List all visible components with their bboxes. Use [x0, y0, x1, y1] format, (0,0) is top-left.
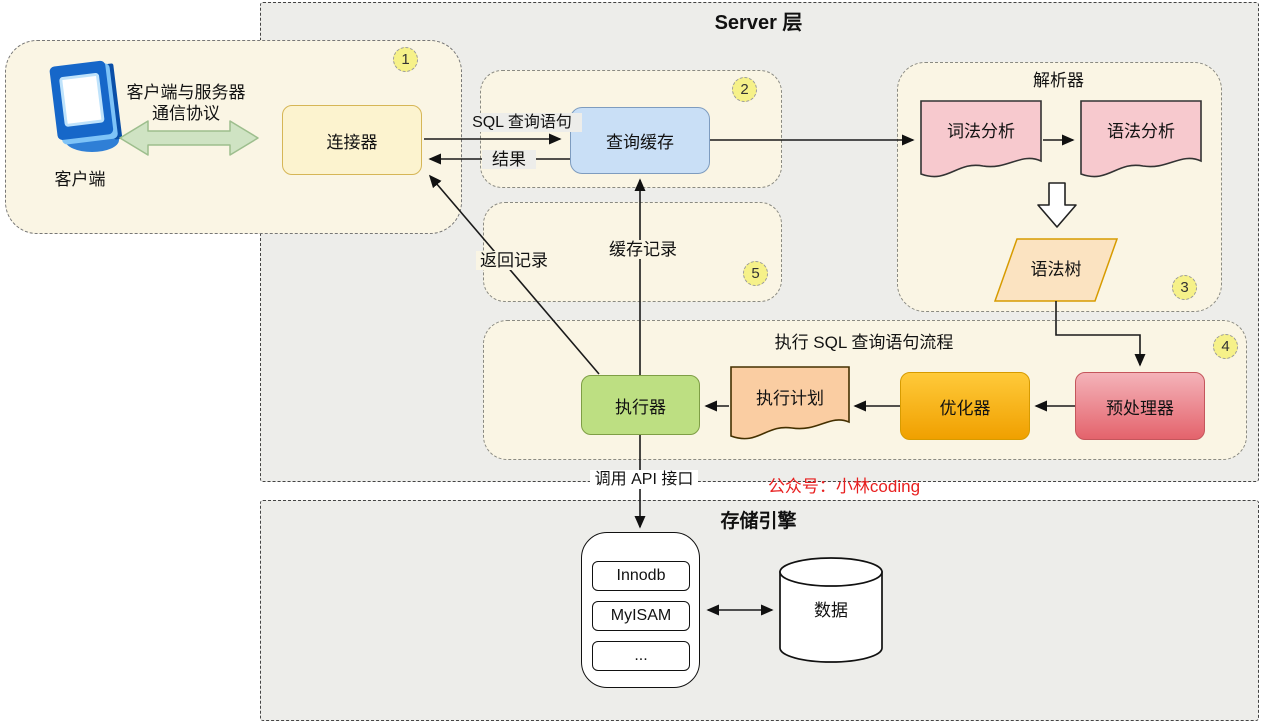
protocol-label-line2: 通信协议	[152, 104, 220, 123]
engines-box: Innodb MyISAM ...	[581, 532, 700, 688]
edge-label-cache-record: 缓存记录	[605, 240, 681, 259]
badge-2: 2	[732, 77, 757, 102]
server-layer-title: Server 层	[714, 12, 803, 34]
watermark-text: 公众号：小林coding	[767, 477, 921, 496]
edge-label-sql-query: SQL 查询语句	[462, 113, 582, 132]
execute-flow-title: 执行 SQL 查询语句流程	[774, 333, 954, 352]
query-cache-node: 查询缓存	[570, 107, 710, 174]
exec-plan-label: 执行计划	[756, 389, 824, 408]
engine-item-myisam: MyISAM	[592, 601, 690, 631]
protocol-label: 客户端与服务器 通信协议	[106, 82, 266, 124]
storage-layer-box	[260, 500, 1259, 721]
edge-label-result: 结果	[482, 150, 536, 169]
badge-5: 5	[743, 261, 768, 286]
syntax-label: 语法分析	[1107, 122, 1175, 141]
preprocessor-node: 预处理器	[1075, 372, 1205, 440]
client-label: 客户端	[54, 170, 106, 189]
engine-item-other: ...	[592, 641, 690, 671]
badge-4: 4	[1213, 334, 1238, 359]
executor-node: 执行器	[581, 375, 700, 435]
edge-label-call-api: 调用 API 接口	[590, 470, 698, 489]
badge-1: 1	[393, 47, 418, 72]
optimizer-node: 优化器	[900, 372, 1030, 440]
data-label: 数据	[814, 601, 848, 620]
lexical-label: 词法分析	[947, 122, 1015, 141]
protocol-label-line1: 客户端与服务器	[126, 83, 246, 102]
connector-node: 连接器	[282, 105, 422, 175]
parser-title: 解析器	[1033, 71, 1084, 90]
syntax-tree-label: 语法树	[1030, 260, 1082, 279]
badge-3: 3	[1172, 275, 1197, 300]
edge-label-return-record: 返回记录	[476, 251, 552, 270]
storage-layer-title: 存储引擎	[720, 511, 797, 532]
engine-item-innodb: Innodb	[592, 561, 690, 591]
